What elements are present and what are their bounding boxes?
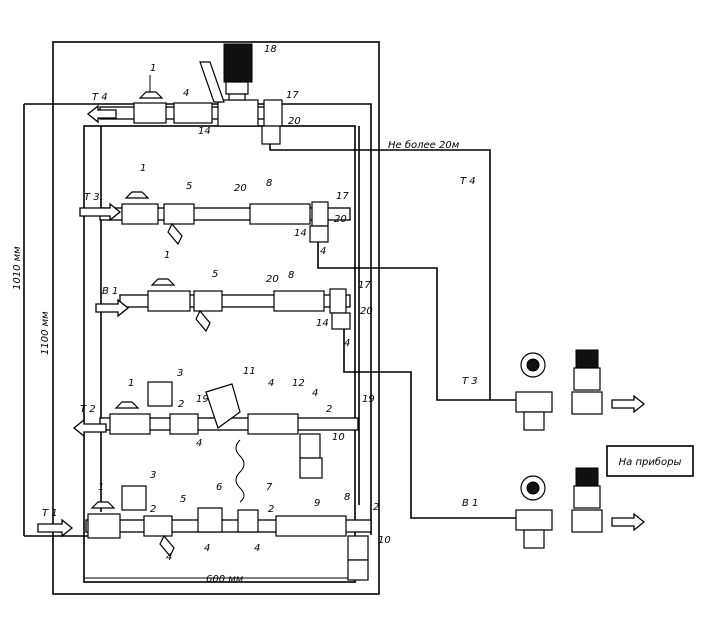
part-1: 1 (98, 482, 104, 493)
width-label: 600 мм (206, 574, 244, 585)
label-t4: Т 4 (92, 92, 108, 103)
part-20: 20 (288, 116, 301, 127)
part-2: 2 (373, 502, 379, 513)
part-1: 1 (140, 163, 146, 174)
row-t2 (99, 381, 359, 503)
line-labels: Т 4 Т 3 В 1 Т 2 Т 1 Т 4 Т 3 В 1 Не более… (12, 92, 478, 585)
height-inner-label: 1100 мм (40, 311, 51, 355)
part-4: 4 (268, 378, 274, 389)
part-20: 20 (334, 214, 347, 225)
row-t1 (85, 485, 372, 581)
part-4: 4 (254, 543, 260, 554)
arrow-right-upper (611, 394, 646, 414)
part-4: 4 (320, 246, 326, 257)
part-2: 2 (150, 504, 156, 515)
part-8: 8 (344, 492, 350, 503)
part-14: 14 (294, 228, 307, 239)
part-4: 4 (166, 552, 172, 563)
part-numbers: 1 4 14 18 17 20 1 5 20 8 17 20 14 4 1 5 … (98, 44, 391, 563)
part-14: 14 (316, 318, 329, 329)
label-t2: Т 2 (80, 404, 96, 415)
instruments-label: На приборы (619, 456, 682, 468)
part-10: 10 (378, 535, 391, 546)
part-8: 8 (266, 178, 272, 189)
part-4: 4 (344, 338, 350, 349)
label-t1: Т 1 (42, 508, 58, 519)
part-20: 20 (266, 274, 279, 285)
part-17: 17 (336, 191, 349, 202)
part-6: 6 (216, 482, 222, 493)
part-1: 1 (150, 63, 156, 74)
part-7: 7 (266, 482, 273, 493)
row-t3 (99, 191, 516, 401)
arrow-in-t3 (79, 202, 122, 222)
distance-note: Не более 20м (388, 139, 460, 151)
label-right-v1: В 1 (462, 498, 478, 509)
part-10: 10 (332, 432, 345, 443)
label-t3: Т 3 (84, 192, 100, 203)
instruments-box: На приборы (606, 445, 694, 477)
vertical-rails (100, 126, 360, 512)
row-v1 (119, 278, 516, 519)
label-v1: В 1 (102, 286, 118, 297)
part-9: 9 (314, 498, 320, 509)
part-20: 20 (234, 183, 247, 194)
flow-arrows (37, 104, 646, 538)
part-4: 4 (183, 88, 189, 99)
part-5: 5 (180, 494, 186, 505)
part-4: 4 (196, 438, 202, 449)
part-3: 3 (177, 368, 183, 379)
arrow-right-lower (611, 512, 646, 532)
arrow-in-t1 (37, 518, 74, 538)
part-17: 17 (358, 280, 371, 291)
part-2: 2 (268, 504, 274, 515)
label-right-t3: Т 3 (462, 376, 478, 387)
part-14: 14 (198, 126, 211, 137)
height-outer-label: 1010 мм (12, 246, 23, 290)
part-2: 2 (326, 404, 332, 415)
part-1: 1 (164, 250, 170, 261)
apparatus-lower (515, 467, 603, 549)
part-20: 20 (360, 306, 373, 317)
part-11: 11 (243, 366, 256, 377)
arrow-out-t4 (86, 104, 117, 124)
part-4: 4 (204, 543, 210, 554)
part-3: 3 (150, 470, 156, 481)
part-19: 19 (196, 394, 209, 405)
part-1: 1 (128, 378, 134, 389)
arrow-in-v1 (95, 298, 130, 318)
part-5: 5 (186, 181, 192, 192)
part-4: 4 (312, 388, 318, 399)
label-right-t4: Т 4 (460, 176, 476, 187)
apparatus-upper (515, 349, 603, 431)
part-19: 19 (362, 394, 375, 405)
part-12: 12 (292, 378, 305, 389)
part-5: 5 (212, 269, 218, 280)
part-17: 17 (286, 90, 299, 101)
part-18: 18 (264, 44, 277, 55)
part-2: 2 (178, 399, 184, 410)
part-8: 8 (288, 270, 294, 281)
arrow-out-t2 (72, 418, 107, 438)
